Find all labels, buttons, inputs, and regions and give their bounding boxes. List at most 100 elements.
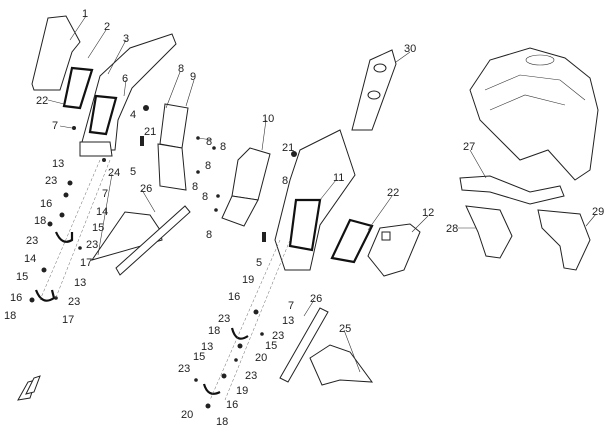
- part-3-window: [88, 94, 118, 136]
- part-label: 16: [226, 399, 238, 411]
- part-26-right-bar: [279, 307, 329, 383]
- part-26-left-bar: [115, 205, 191, 276]
- part-label: 18: [208, 325, 220, 337]
- part-label: 15: [92, 222, 104, 234]
- center-bracket-20-lower: [202, 383, 221, 395]
- fasteners: [29, 105, 297, 409]
- part-label: 23: [272, 330, 284, 342]
- part-label: 13: [282, 315, 294, 327]
- part-9-box: [159, 103, 189, 149]
- leader-lines: [47, 15, 597, 373]
- part-number-labels: 1 2 3 22 6 4 21 7 8 9 8 8 5 13 23 24 7 2…: [4, 8, 604, 428]
- part-label: 8: [178, 63, 184, 75]
- part-label: 23: [178, 363, 190, 375]
- fuel-tank-contour: [484, 74, 586, 111]
- part-label: 15: [16, 271, 28, 283]
- part-label: 20: [181, 409, 193, 421]
- part-label: 8: [202, 191, 208, 203]
- part-label: 19: [236, 385, 248, 397]
- part-label: 18: [34, 215, 46, 227]
- part-22-frame: [62, 66, 94, 110]
- part-label: 23: [26, 235, 38, 247]
- part-label: 28: [446, 223, 458, 235]
- part-label: 16: [10, 292, 22, 304]
- part-label: 14: [96, 206, 108, 218]
- part-label: 16: [228, 291, 240, 303]
- part-label: 4: [130, 109, 136, 121]
- part-label: 30: [404, 43, 416, 55]
- part-label: 23: [218, 313, 230, 325]
- part-label: 3: [123, 33, 129, 45]
- left-bracket-17-upper: [54, 231, 74, 243]
- part-12-hole: [381, 231, 391, 241]
- part-label: 21: [282, 142, 294, 154]
- part-label: 23: [86, 239, 98, 251]
- front-direction-badge: [17, 375, 41, 401]
- part-30-ring: [373, 63, 387, 73]
- part-22-right-frame: [330, 218, 374, 264]
- part-label: 13: [201, 341, 213, 353]
- part-label: 23: [245, 370, 257, 382]
- part-12-panel: [367, 223, 421, 277]
- part-label: 8: [205, 160, 211, 172]
- part-label: 8: [206, 136, 212, 148]
- part-9-bag: [157, 143, 187, 191]
- part-label: 19: [242, 274, 254, 286]
- part-label: 7: [52, 120, 58, 132]
- fuel-tank-cap: [525, 54, 555, 66]
- part-3-bracket: [79, 141, 113, 157]
- part-11-window: [288, 198, 322, 252]
- part-25-cover: [309, 344, 374, 386]
- part-label: 14: [24, 253, 36, 265]
- part-label: 8: [282, 175, 288, 187]
- part-label: 5: [256, 257, 262, 269]
- part-label: 15: [193, 351, 205, 363]
- part-30-seal: [367, 90, 381, 100]
- part-27-strip: [459, 175, 565, 205]
- part-10-tray: [221, 195, 259, 227]
- part-label: 5: [130, 166, 136, 178]
- part-label: 21: [144, 126, 156, 138]
- assembly-guide-lines: [39, 159, 291, 401]
- part-label: 9: [190, 71, 196, 83]
- part-label: 26: [140, 183, 152, 195]
- part-label: 18: [4, 310, 16, 322]
- part-label: 8: [206, 229, 212, 241]
- part-label: 7: [288, 300, 294, 312]
- part-label: 2: [104, 21, 110, 33]
- part-label: 7: [102, 188, 108, 200]
- part-label: 8: [192, 181, 198, 193]
- part-label: 25: [339, 323, 351, 335]
- part-label: 22: [387, 187, 399, 199]
- center-bracket-20-upper: [230, 327, 249, 340]
- part-28-pad: [465, 205, 513, 259]
- part-label: 23: [68, 296, 80, 308]
- part-label: 6: [122, 73, 128, 85]
- part-label: 8: [220, 141, 226, 153]
- left-bracket-17-lower: [34, 289, 56, 302]
- part-label: 17: [62, 314, 74, 326]
- part-label: 24: [108, 167, 120, 179]
- part-1-panel: [31, 15, 81, 91]
- part-label: 10: [262, 113, 274, 125]
- part-label: 16: [40, 198, 52, 210]
- part-label: 13: [74, 277, 86, 289]
- part-label: 15: [265, 340, 277, 352]
- part-label: 22: [36, 95, 48, 107]
- part-label: 20: [255, 352, 267, 364]
- part-label: 13: [52, 158, 64, 170]
- part-label: 17: [80, 257, 92, 269]
- part-30-pump: [351, 49, 397, 131]
- part-label: 26: [310, 293, 322, 305]
- part-29-pad: [537, 209, 591, 271]
- part-label: 29: [592, 206, 604, 218]
- part-label: 18: [216, 416, 228, 428]
- part-10-box: [231, 147, 271, 201]
- part-label: 23: [45, 175, 57, 187]
- part-label: 11: [333, 172, 344, 184]
- part-label: 27: [463, 141, 475, 153]
- part-label: 1: [82, 8, 88, 20]
- part-label: 12: [422, 207, 434, 219]
